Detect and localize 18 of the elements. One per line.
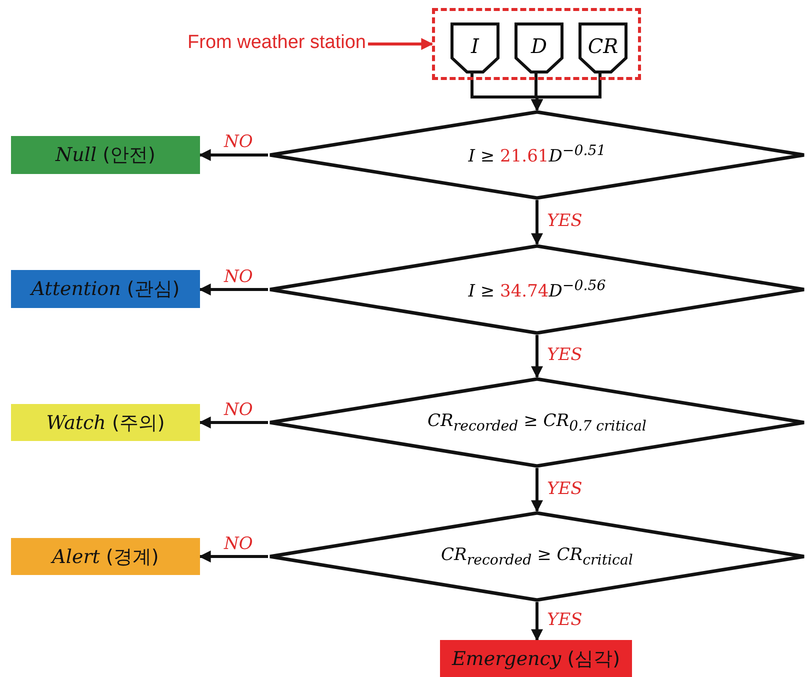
decision-diamond: I ≥ 34.74D$^{−0.56}$ [268,244,806,335]
input-symbol: I [450,22,500,74]
level-box: Alert (경계) [11,538,200,575]
level-box: Attention (관심) [11,270,200,308]
source-label: From weather station [160,32,366,56]
decision-diamond: CR$_{recorded}$ ≥ CR$_{critical}$ [268,511,806,602]
group-frame [432,8,641,80]
edge-label: NO [222,400,255,418]
edge-label: YES [545,480,584,498]
level-box: Emergency (심각) [440,640,632,677]
decision-diamond: CR$_{recorded}$ ≥ CR$_{0.7 critical}$ [268,377,806,468]
decision-diamond: I ≥ 21.61D$^{−0.51}$ [268,110,806,200]
edge-label: NO [222,268,255,286]
input-symbol: D [514,22,564,74]
input-symbol: CR [578,22,628,74]
level-box: Watch (주의) [11,404,200,441]
level-box: Null (안전) [11,136,200,174]
edge-label: NO [222,534,255,552]
